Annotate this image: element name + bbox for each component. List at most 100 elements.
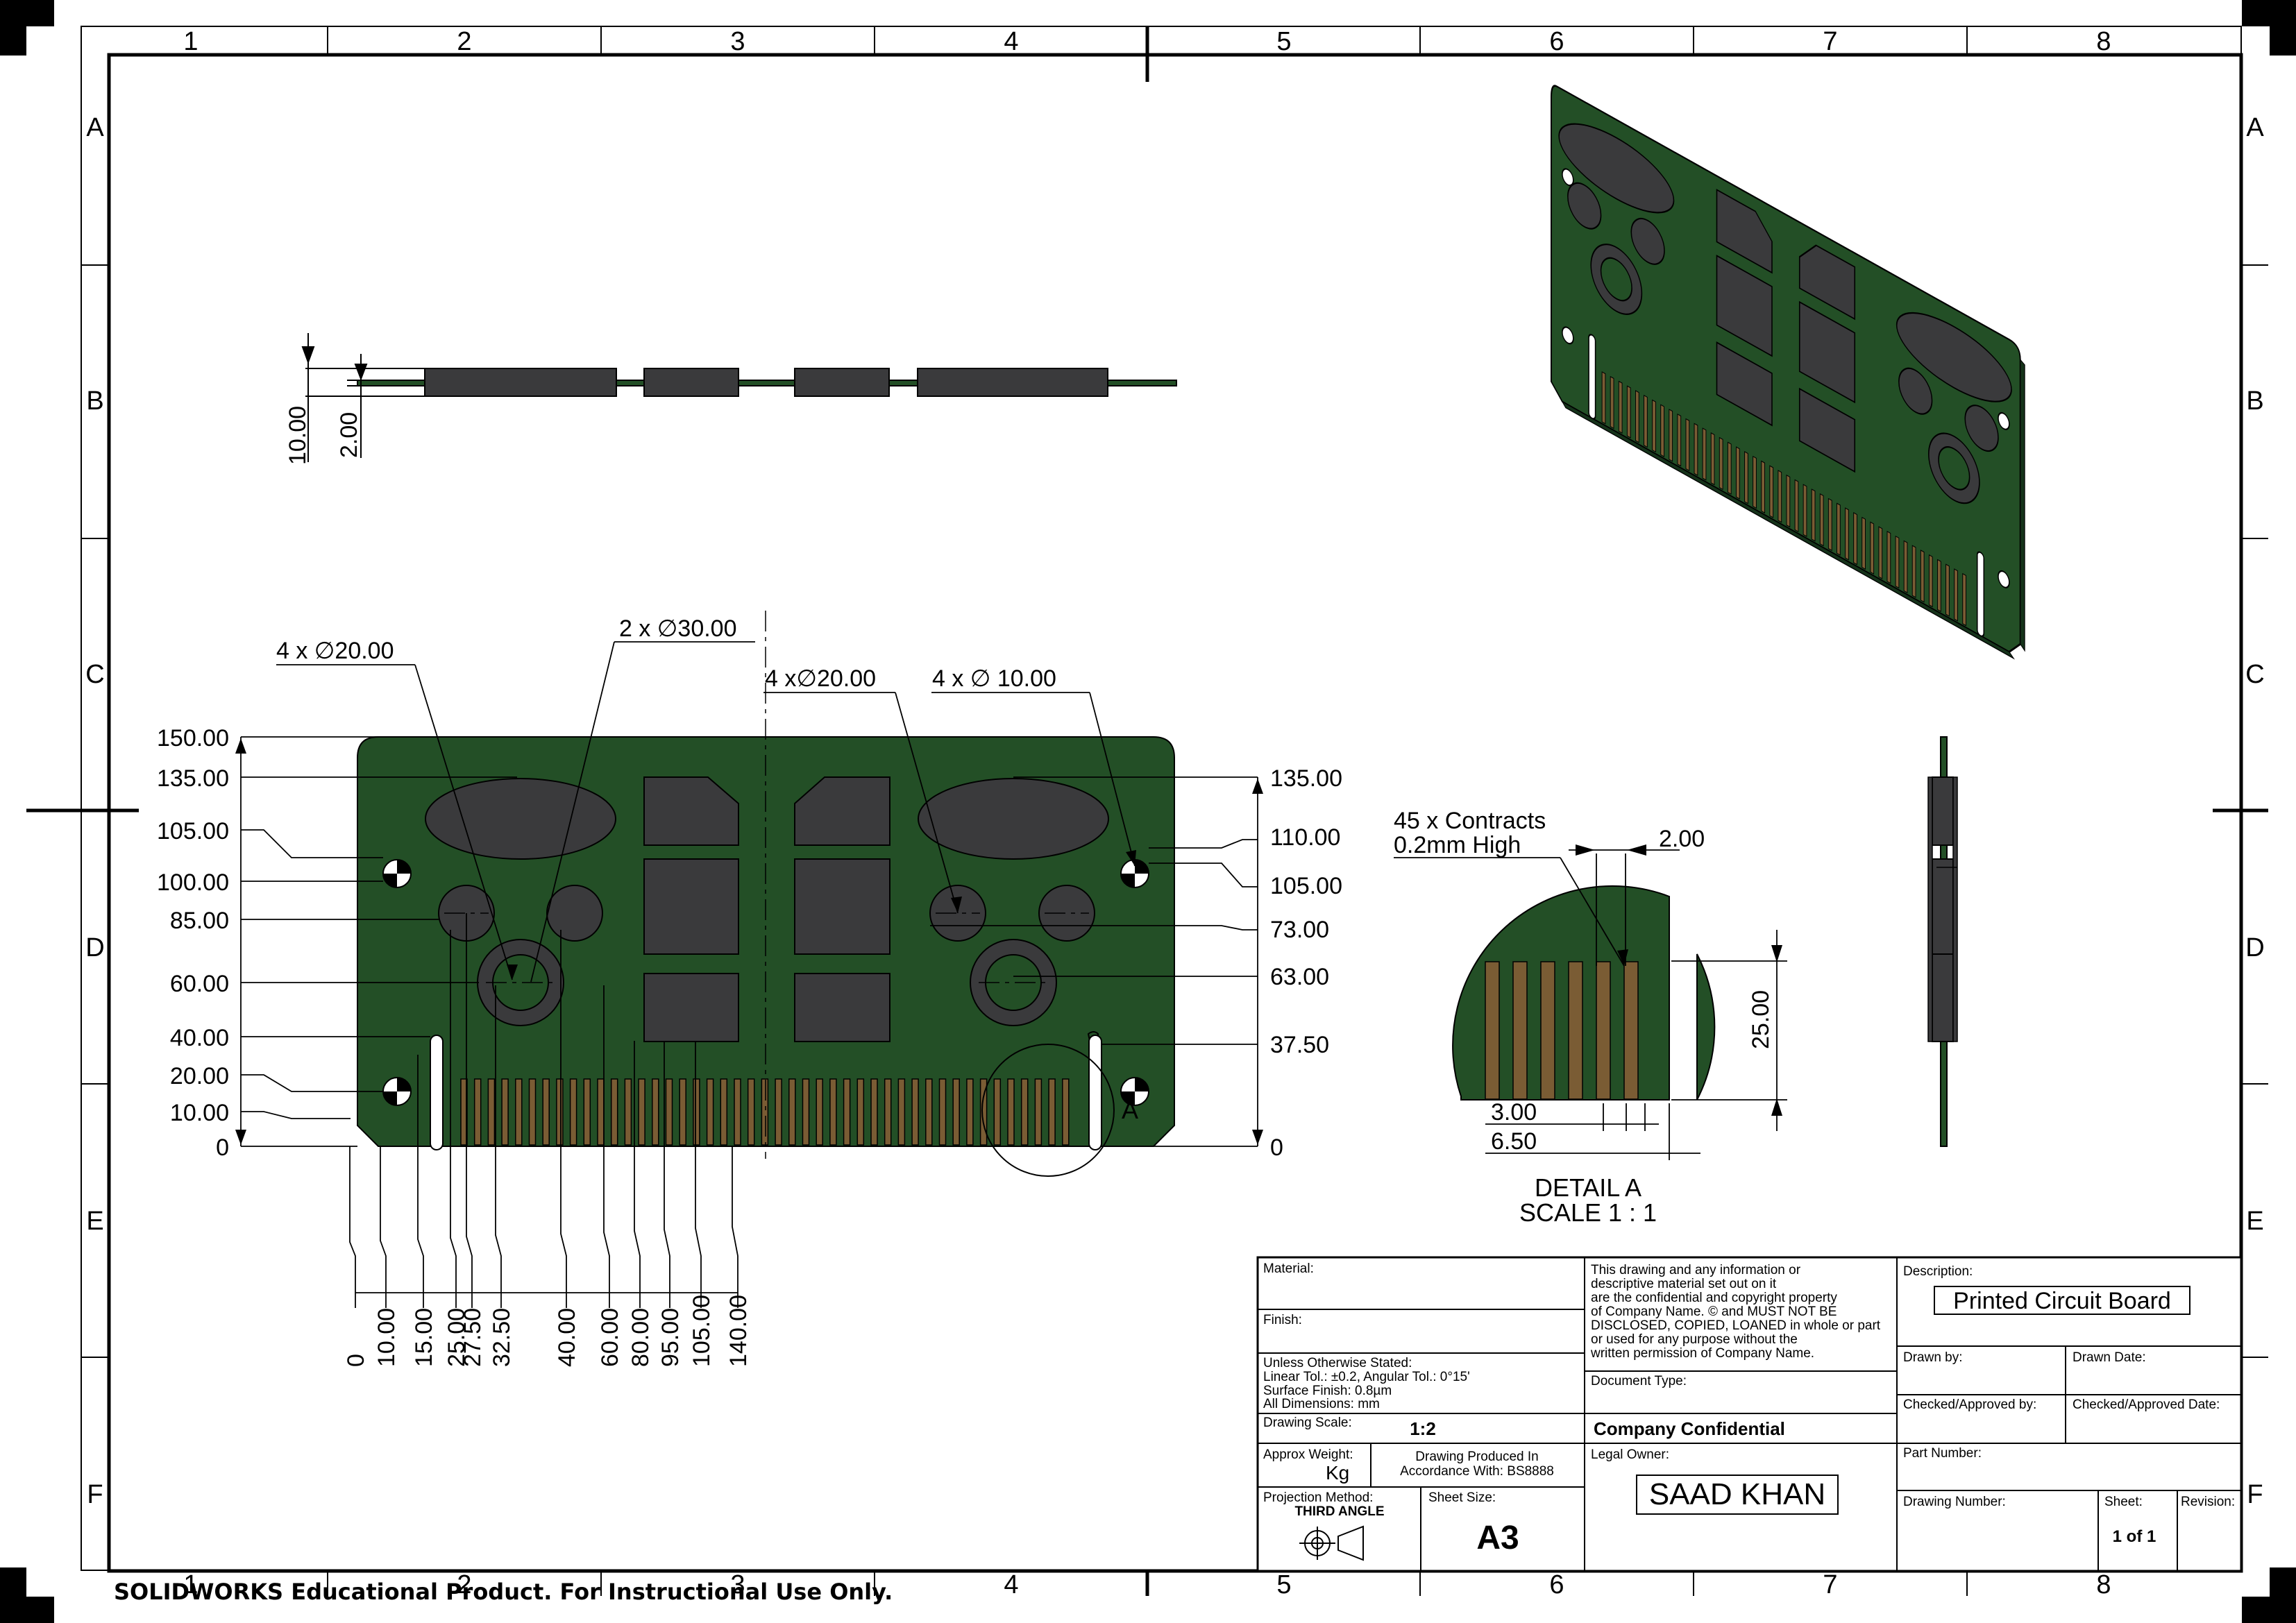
edge-contact: [487, 1078, 496, 1146]
iso-contact: [1635, 390, 1639, 443]
col-label-bottom: 6: [1549, 1570, 1564, 1599]
tb-material-label: Material:: [1263, 1261, 1314, 1276]
row-label-left: C: [85, 660, 104, 689]
horizontal-dim-lines: [349, 913, 738, 1308]
edge-contact: [515, 1078, 523, 1146]
iso-contact: [1601, 371, 1606, 425]
tb-checked-by-label: Checked/Approved by:: [1903, 1397, 2036, 1412]
col-label-bottom: 3: [730, 1570, 745, 1599]
iso-contact: [1837, 502, 1841, 556]
dim-label: 10.00: [170, 1100, 229, 1126]
detail-dim-pitch: 3.00: [1491, 1099, 1537, 1125]
row-label-right: F: [2247, 1480, 2263, 1509]
edge-contact: [802, 1078, 810, 1146]
detail-title: DETAIL A: [1535, 1173, 1641, 1202]
callout-holes-10: 4 x ∅ 10.00: [932, 665, 1056, 692]
edge-contact: [775, 1078, 782, 1146]
edge-contact: [761, 1078, 769, 1146]
edge-contact: [816, 1078, 823, 1146]
col-label-bottom: 4: [1004, 1570, 1018, 1599]
detail-note-line1: 45 x Contracts: [1394, 808, 1546, 834]
iso-contact: [1736, 446, 1740, 500]
edge-contact: [1034, 1078, 1043, 1146]
tb-confidential-5: DISCLOSED, COPIED, LOANED in whole or pa…: [1591, 1318, 1881, 1333]
dim-leader-line: [560, 930, 567, 1293]
iso-contact: [1685, 418, 1690, 472]
callout-holes-20-left: 4 x ∅20.00: [276, 638, 394, 664]
isometric-view: [1551, 85, 2025, 660]
tb-confidential-7: written permission of Company Name.: [1590, 1346, 1814, 1361]
edge-contact: [952, 1078, 960, 1146]
zone-ticks: [26, 26, 2268, 1596]
row-label-right: C: [2245, 660, 2264, 689]
inner-border: [107, 53, 2243, 1573]
edge-contact: [843, 1078, 851, 1146]
edge-contact: [788, 1078, 796, 1146]
dim-label: 27.50: [459, 1308, 486, 1367]
tb-drawn-date-label: Drawn Date:: [2073, 1350, 2146, 1365]
tb-projection-value: THIRD ANGLE: [1294, 1504, 1384, 1519]
edge-contact: [542, 1078, 550, 1146]
zone-labels: 1 2 3 4 5 6 7 8 1 2 3 4 5 6 7 8 A B C D …: [85, 27, 2264, 1599]
tb-tolerance-3: Surface Finish: 0.8µm: [1263, 1384, 1392, 1398]
iso-contact: [1694, 423, 1698, 476]
tb-tolerance-4: All Dimensions: mm: [1263, 1397, 1380, 1411]
tb-confidential-4: of Company Name. © and MUST NOT BE: [1591, 1305, 1837, 1319]
iso-contact: [1962, 572, 1966, 627]
dim-leader-line: [603, 985, 610, 1293]
dim-label: 60.00: [170, 971, 229, 997]
dim-label: 105.00: [689, 1295, 715, 1367]
detail-contact: [1512, 961, 1528, 1100]
iso-contact: [1803, 484, 1807, 537]
detail-a-marker: A: [1122, 1096, 1138, 1124]
col-label-top: 2: [457, 27, 471, 56]
iso-contact: [1710, 432, 1715, 486]
front-view-dimensions: [240, 641, 1258, 1293]
edge-contact: [1020, 1078, 1029, 1146]
tb-revision-label: Revision:: [2181, 1495, 2235, 1509]
dim-label: 63.00: [1270, 964, 1329, 990]
edge-contact: [966, 1078, 974, 1146]
tb-legal-owner-label: Legal Owner:: [1591, 1447, 1669, 1462]
callout-holes-20-right: 4 x∅20.00: [765, 665, 876, 692]
edge-contact: [610, 1078, 618, 1146]
edge-contacts: [460, 1078, 1070, 1146]
dim-label: 150.00: [157, 725, 229, 751]
iso-contact: [1652, 399, 1656, 453]
side-view-component: [917, 368, 1108, 397]
edge-contact: [679, 1078, 686, 1146]
iso-contact: [1878, 526, 1883, 579]
tb-standard-2: Accordance With: BS8888: [1400, 1464, 1554, 1479]
iso-contact: [1845, 507, 1849, 561]
component-oval-left: [425, 778, 616, 860]
edge-contact: [501, 1078, 509, 1146]
dim-label: 95.00: [657, 1308, 684, 1367]
dim-label: 10.00: [373, 1308, 400, 1367]
iso-contact: [1853, 511, 1857, 566]
dim-label: 100.00: [157, 869, 229, 896]
dim-leader-line: [664, 1041, 670, 1293]
side-view-component: [643, 368, 739, 397]
edge-contact: [460, 1078, 468, 1146]
detail-dim-height: 25.00: [1748, 990, 1774, 1049]
dim-label: 15.00: [411, 1308, 437, 1367]
dim-leader-line: [466, 913, 473, 1293]
detail-contact: [1623, 961, 1639, 1100]
board-slot-right: [1088, 1035, 1102, 1150]
detail-contact: [1568, 961, 1583, 1100]
right-dim-labels: 135.00 110.00 105.00 73.00 63.00 37.50 0: [1270, 765, 1342, 1161]
iso-contact: [1811, 488, 1816, 542]
detail-dim-first: 6.50: [1491, 1128, 1537, 1155]
col-label-bottom: 8: [2096, 1570, 2111, 1599]
iso-contact: [1911, 545, 1916, 598]
iso-contact: [1895, 535, 1900, 589]
dim-leader-line: [380, 1146, 387, 1293]
iso-contact: [1920, 550, 1925, 603]
edge-contact: [652, 1078, 659, 1146]
detail-board: [1452, 885, 1670, 1101]
tb-checked-date-label: Checked/Approved Date:: [2073, 1397, 2220, 1412]
edge-contact: [897, 1078, 906, 1146]
component-chip: [643, 858, 739, 955]
edge-contact: [870, 1078, 878, 1146]
